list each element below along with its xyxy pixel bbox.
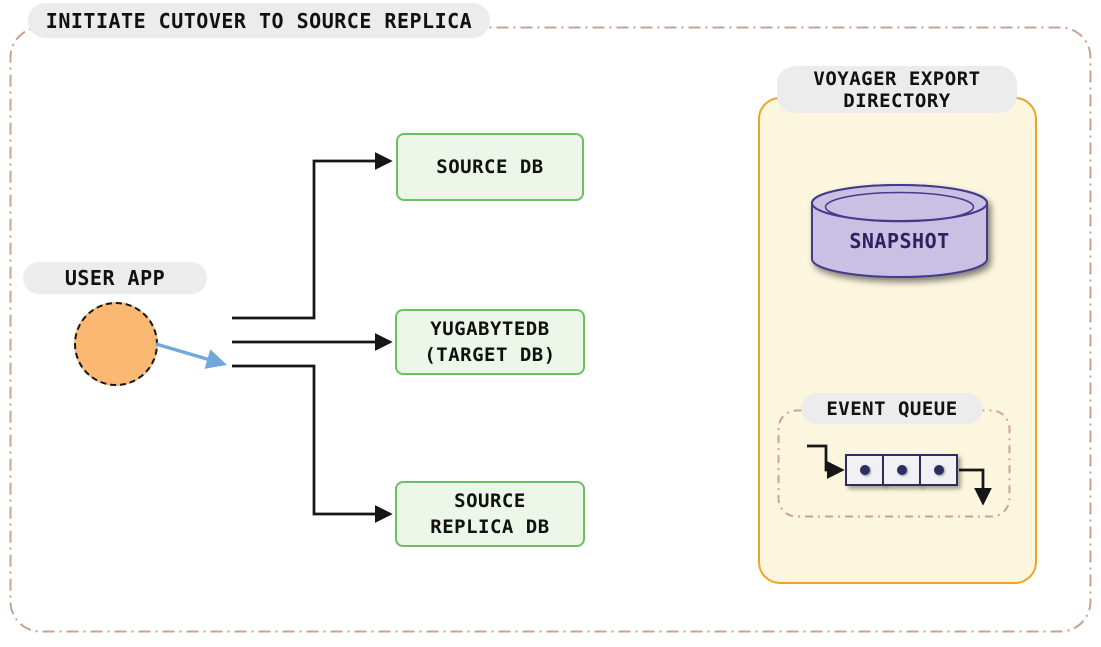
queue-item-dot xyxy=(933,465,944,475)
queue-cell xyxy=(919,454,958,486)
diagram-title: INITIATE CUTOVER TO SOURCE REPLICA xyxy=(28,3,490,38)
event-queue-label: EVENT QUEUE xyxy=(801,393,983,424)
queue-cell xyxy=(882,454,921,486)
queue-out-arrow xyxy=(959,468,992,506)
queue-cell xyxy=(845,454,884,486)
cutover-arrow xyxy=(155,342,227,369)
source-db-node: SOURCE DB xyxy=(396,133,584,201)
queue-item-dot xyxy=(859,465,870,475)
user-app-node xyxy=(74,302,158,386)
connector-source-db xyxy=(232,152,393,320)
connector-source-replica-db xyxy=(232,364,393,523)
voyager-export-directory-label: VOYAGER EXPORT DIRECTORY xyxy=(777,66,1017,113)
outer-dashed-border xyxy=(9,26,1092,633)
queue-item-dot xyxy=(896,465,907,475)
yugabytedb-target-node: YUGABYTEDB (TARGET DB) xyxy=(395,309,585,375)
queue-in-arrow xyxy=(807,444,845,479)
source-replica-db-node: SOURCE REPLICA DB xyxy=(395,481,585,547)
user-app-label: USER APP xyxy=(23,262,207,294)
event-queue-cells xyxy=(845,454,958,486)
snapshot-label: SNAPSHOT xyxy=(849,229,950,253)
snapshot-cylinder xyxy=(811,184,988,278)
